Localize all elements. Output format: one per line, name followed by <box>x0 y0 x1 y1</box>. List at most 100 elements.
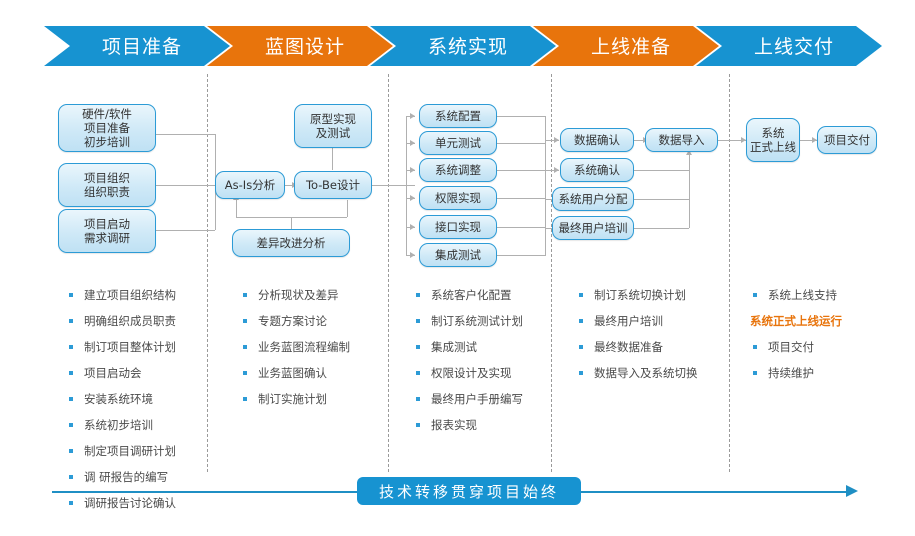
node-line: 差异改进分析 <box>256 236 326 250</box>
connector <box>634 228 689 229</box>
bullet-item: 制定项目调研计划 <box>66 444 176 458</box>
arrow-head <box>741 136 746 143</box>
node-line: 单元测试 <box>435 136 481 150</box>
arrow-head <box>554 136 559 143</box>
node-project-organization[interactable]: 项目组织 组织职责 <box>58 163 156 207</box>
node-prototype-test[interactable]: 原型实现 及测试 <box>294 104 372 148</box>
node-line: 集成测试 <box>435 248 481 262</box>
connector <box>634 140 644 141</box>
arrow-head <box>554 166 559 173</box>
bullet-item: 数据导入及系统切换 <box>576 366 698 380</box>
connector <box>497 170 545 171</box>
connector <box>406 116 407 256</box>
node-line: 最终用户培训 <box>558 221 628 235</box>
node-line: 组织职责 <box>84 185 130 199</box>
bullet-item: 调 研报告的编写 <box>66 470 176 484</box>
connector <box>689 155 690 228</box>
node-line: 及测试 <box>315 126 351 140</box>
bullet-item: 建立项目组织结构 <box>66 288 176 302</box>
arrow-head <box>812 136 817 143</box>
node-to-be-design[interactable]: To-Be设计 <box>294 171 372 199</box>
column-separator-4 <box>729 74 730 472</box>
connector <box>497 227 545 228</box>
phase-chevron-1[interactable]: 项目准备 <box>44 26 230 66</box>
node-line: 项目组织 <box>84 171 130 185</box>
bullet-item: 制订系统测试计划 <box>413 314 523 328</box>
node-integration-test[interactable]: 集成测试 <box>419 243 497 267</box>
arrow-head <box>410 251 415 258</box>
phase-label-4: 上线准备 <box>590 35 671 58</box>
bullet-item: 业务蓝图流程编制 <box>240 340 350 354</box>
connector <box>284 185 293 186</box>
node-gap-improvement-analysis[interactable]: 差异改进分析 <box>232 229 350 257</box>
node-interface-implementation[interactable]: 接口实现 <box>419 215 497 239</box>
connector <box>291 217 292 230</box>
node-project-kickoff-research[interactable]: 项目启动 需求调研 <box>58 209 156 253</box>
bottom-banner-label: 技术转移贯穿项目始终 <box>378 482 559 501</box>
node-system-adjustment[interactable]: 系统调整 <box>419 158 497 182</box>
bullet-item: 报表实现 <box>413 418 523 432</box>
connector <box>800 140 817 141</box>
node-line: 项目交付 <box>824 133 870 147</box>
phase-chevron-4[interactable]: 上线准备 <box>533 26 719 66</box>
bullet-list-implementation: 系统客户化配置制订系统测试计划集成测试权限设计及实现最终用户手册编写报表实现 <box>413 288 523 444</box>
bullet-item: 系统客户化配置 <box>413 288 523 302</box>
node-line: 项目启动 <box>84 217 130 231</box>
node-system-confirmation[interactable]: 系统确认 <box>560 158 634 182</box>
phase-label-2: 蓝图设计 <box>264 35 345 58</box>
node-line: 系统配置 <box>435 109 481 123</box>
phase-chevron-2[interactable]: 蓝图设计 <box>207 26 393 66</box>
connector <box>155 230 215 231</box>
node-final-user-training[interactable]: 最终用户培训 <box>552 216 634 240</box>
node-system-go-live[interactable]: 系统 正式上线 <box>746 118 800 162</box>
node-line: 正式上线 <box>750 140 796 154</box>
connector <box>236 200 237 217</box>
connector <box>347 200 348 217</box>
bullet-list-delivery: 系统上线支持系统正式上线运行项目交付持续维护 <box>750 288 842 392</box>
connector <box>634 199 689 200</box>
node-line: 系统用户分配 <box>558 192 628 206</box>
bullet-item: 项目启动会 <box>66 366 176 380</box>
node-unit-test[interactable]: 单元测试 <box>419 131 497 155</box>
connector <box>545 140 559 141</box>
connector <box>718 140 747 141</box>
arrow-head <box>685 150 692 155</box>
arrow-head <box>410 223 415 230</box>
column-separator-1 <box>207 74 208 472</box>
bullet-item: 明确组织成员职责 <box>66 314 176 328</box>
node-line: 系统调整 <box>435 163 481 177</box>
node-line: To-Be设计 <box>305 178 361 192</box>
bullet-item: 专题方案讨论 <box>240 314 350 328</box>
bullet-item: 最终用户培训 <box>576 314 698 328</box>
connector <box>155 134 215 135</box>
node-data-import[interactable]: 数据导入 <box>645 128 718 152</box>
arrow-head <box>410 166 415 173</box>
bullet-item: 项目交付 <box>750 340 842 354</box>
node-line: 系统 <box>761 126 785 140</box>
node-data-confirmation[interactable]: 数据确认 <box>560 128 634 152</box>
node-line: 系统确认 <box>574 163 620 177</box>
node-permission-implementation[interactable]: 权限实现 <box>419 186 497 210</box>
phase-chevron-5[interactable]: 上线交付 <box>696 26 882 66</box>
connector <box>497 116 545 117</box>
phase-label-3: 系统实现 <box>427 35 508 58</box>
connector <box>545 116 546 256</box>
bullet-item: 集成测试 <box>413 340 523 354</box>
node-line: As-Is分析 <box>224 178 276 192</box>
node-line: 接口实现 <box>435 220 481 234</box>
bullet-item: 最终用户手册编写 <box>413 392 523 406</box>
column-separator-3 <box>551 74 552 472</box>
node-project-delivery[interactable]: 项目交付 <box>817 126 877 154</box>
phase-chevron-3[interactable]: 系统实现 <box>370 26 556 66</box>
bullet-item: 系统上线支持 <box>750 288 842 302</box>
node-system-user-assignment[interactable]: 系统用户分配 <box>552 187 634 211</box>
bullet-item: 权限设计及实现 <box>413 366 523 380</box>
phase-banner: 项目准备 蓝图设计 系统实现 上线准备 上线交付 <box>44 26 882 66</box>
node-line: 原型实现 <box>310 112 356 126</box>
node-hardware-software-prep[interactable]: 硬件/软件 项目准备 初步培训 <box>58 104 156 152</box>
bullet-list-preparation: 建立项目组织结构明确组织成员职责制订项目整体计划项目启动会安装系统环境系统初步培… <box>66 288 176 522</box>
node-as-is-analysis[interactable]: As-Is分析 <box>215 171 285 199</box>
bullet-item: 制订实施计划 <box>240 392 350 406</box>
node-system-configuration[interactable]: 系统配置 <box>419 104 497 128</box>
